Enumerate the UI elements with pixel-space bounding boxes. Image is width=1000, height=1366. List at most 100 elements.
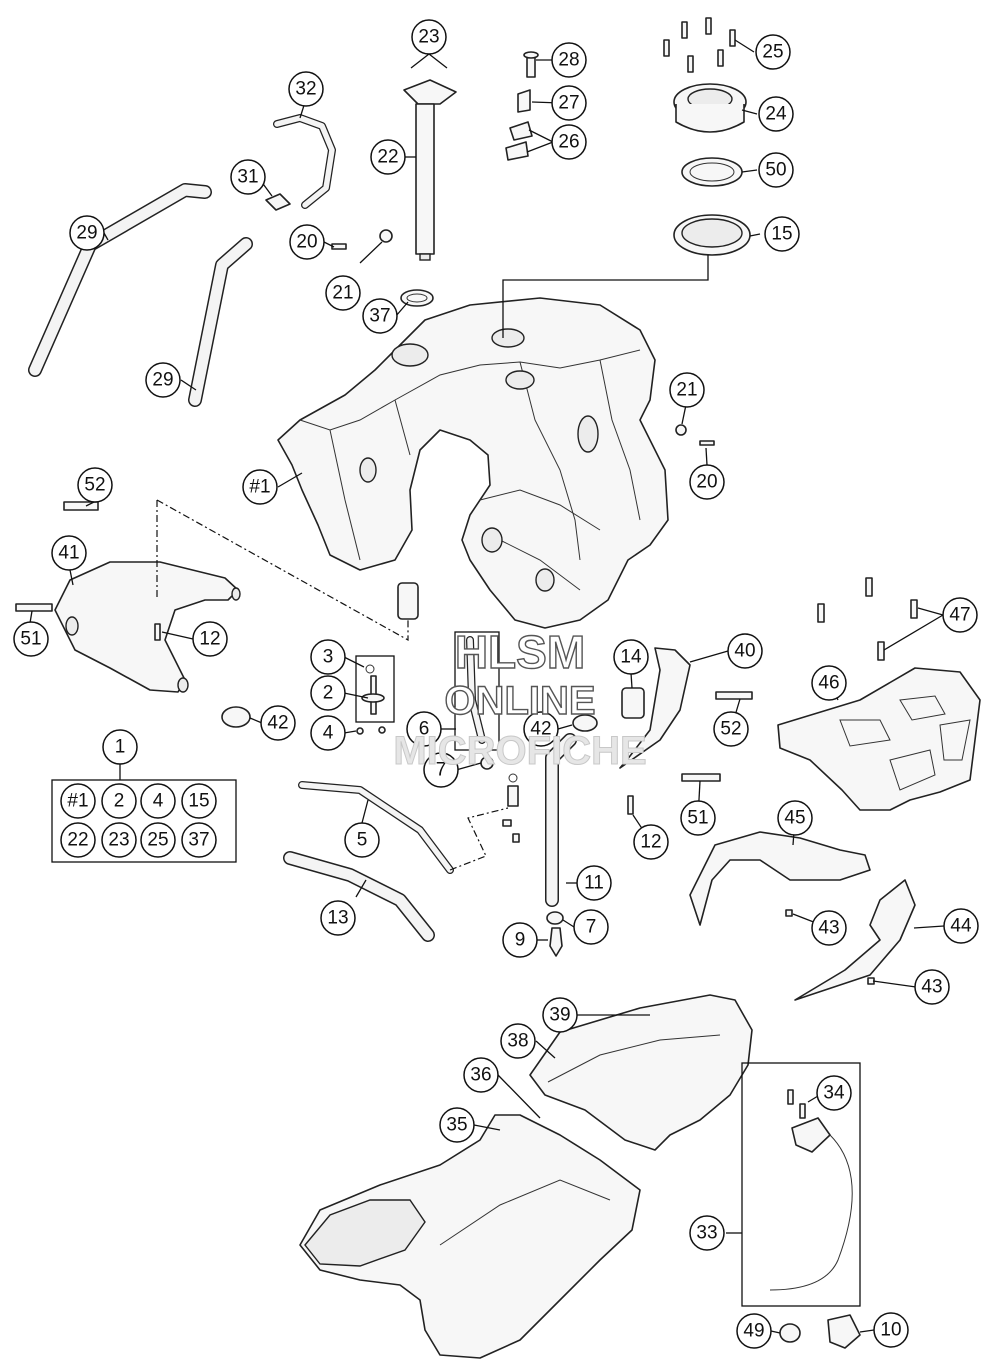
callout-circle [633, 824, 669, 860]
callout-circle [727, 633, 763, 669]
fuel-pump-tube [400, 79, 457, 307]
callout-number: 43 [818, 918, 839, 939]
tank-filler-parts [673, 83, 751, 256]
callout-circle [551, 124, 587, 160]
callout-number: 1 [115, 737, 126, 758]
callout-circle [289, 224, 325, 260]
callout-circle [713, 711, 749, 747]
fitting-9 [549, 927, 563, 957]
callout-circle [230, 159, 266, 195]
callout-c21a: 21 [325, 275, 361, 311]
callout-c31: 31 [230, 159, 266, 195]
callout-number: 38 [507, 1031, 528, 1052]
kit-item: 4 [140, 783, 176, 819]
callout-circle [463, 1057, 499, 1093]
callout-circle [689, 464, 725, 500]
hose-5-routing [449, 807, 509, 871]
valve-fitting [502, 773, 520, 843]
kit-item: 25 [140, 822, 176, 858]
callout-c11: 11 [576, 865, 612, 901]
callout-number: 28 [558, 50, 579, 71]
callout-number: 40 [734, 641, 755, 662]
kit-item-circle [181, 822, 217, 858]
callout-number: 9 [515, 930, 526, 951]
callout-circle [523, 711, 559, 747]
callout-c49: 49 [736, 1313, 772, 1349]
callout-c14: 14 [613, 639, 649, 675]
kit-item-circle [101, 783, 137, 819]
callout-c24: 24 [758, 96, 794, 132]
kit-item-label: 25 [147, 830, 168, 851]
kit-item-label: #1 [67, 791, 88, 812]
callout-c25: 25 [755, 34, 791, 70]
callout-c21b: 21 [669, 372, 705, 408]
callout-circle [260, 705, 296, 741]
callout-number: 44 [950, 916, 972, 937]
callout-circle [943, 908, 979, 944]
callout-c51b: 51 [680, 800, 716, 836]
callout-circle [573, 909, 609, 945]
callout-c37: 37 [362, 298, 398, 334]
callout-c23: 23 [411, 19, 447, 55]
callout-c44: 44 [943, 908, 979, 944]
kit-item: 2 [101, 783, 137, 819]
kit-item: 37 [181, 822, 217, 858]
callout-number: 23 [418, 27, 439, 48]
lever-45 [689, 831, 871, 926]
callout-circle [873, 1312, 909, 1348]
callout-c40: 40 [727, 633, 763, 669]
callout-number: 3 [323, 647, 334, 668]
kit-item-circle [60, 822, 96, 858]
hose-11 [545, 733, 577, 907]
watermark-line3: MICROFICHE [393, 729, 646, 773]
callout-number: 7 [436, 760, 447, 781]
right-bracket-40 [619, 647, 691, 769]
bolts-20-21 [331, 229, 715, 446]
grommet-42-center [572, 714, 598, 732]
callout-c43b: 43 [914, 969, 950, 1005]
callout-number: 41 [58, 543, 79, 564]
callout-c41: 41 [51, 535, 87, 571]
callout-number: 12 [640, 832, 661, 853]
callout-number: 6 [419, 719, 430, 740]
callout-c45: 45 [777, 800, 813, 836]
callout-circle [69, 215, 105, 251]
callout-number: 26 [558, 132, 579, 153]
callout-number: 36 [470, 1065, 491, 1086]
callout-number: 15 [771, 224, 792, 245]
callout-number: 20 [696, 472, 717, 493]
callout-c20b: 20 [689, 464, 725, 500]
callout-circle [362, 298, 398, 334]
bolt-52-left [63, 501, 99, 511]
callout-number: 14 [620, 647, 642, 668]
callout-circle [755, 34, 791, 70]
watermark: HLSM ONLINE MICROFICHE [393, 625, 647, 773]
fuel-tank [277, 297, 669, 629]
callout-circle [502, 922, 538, 958]
watermark-line2: ONLINE [444, 679, 595, 723]
callout-circle [811, 910, 847, 946]
kit-item-label: 23 [108, 830, 129, 851]
callout-number: 37 [369, 306, 390, 327]
callout-number: 42 [267, 713, 288, 734]
kit-contents-box [51, 779, 237, 863]
callout-number: 42 [530, 719, 551, 740]
screw-12-right [627, 795, 634, 815]
callout-circle [192, 621, 228, 657]
left-bracket-41 [54, 561, 241, 693]
callout-c50: 50 [758, 152, 794, 188]
callout-number: 50 [765, 160, 786, 181]
kit-item-label: 37 [188, 830, 209, 851]
callout-c3: 3 [310, 639, 346, 675]
callout-c38: 38 [500, 1023, 536, 1059]
kit-item-label: 4 [153, 791, 164, 812]
hose-5 [298, 781, 454, 874]
callout-circle [914, 969, 950, 1005]
callout-c47: 47 [942, 597, 978, 633]
callout-circle [423, 752, 459, 788]
callout-number: 29 [76, 223, 97, 244]
callout-circle [500, 1023, 536, 1059]
callout-c7b: 7 [573, 909, 609, 945]
callout-number: 12 [199, 629, 220, 650]
